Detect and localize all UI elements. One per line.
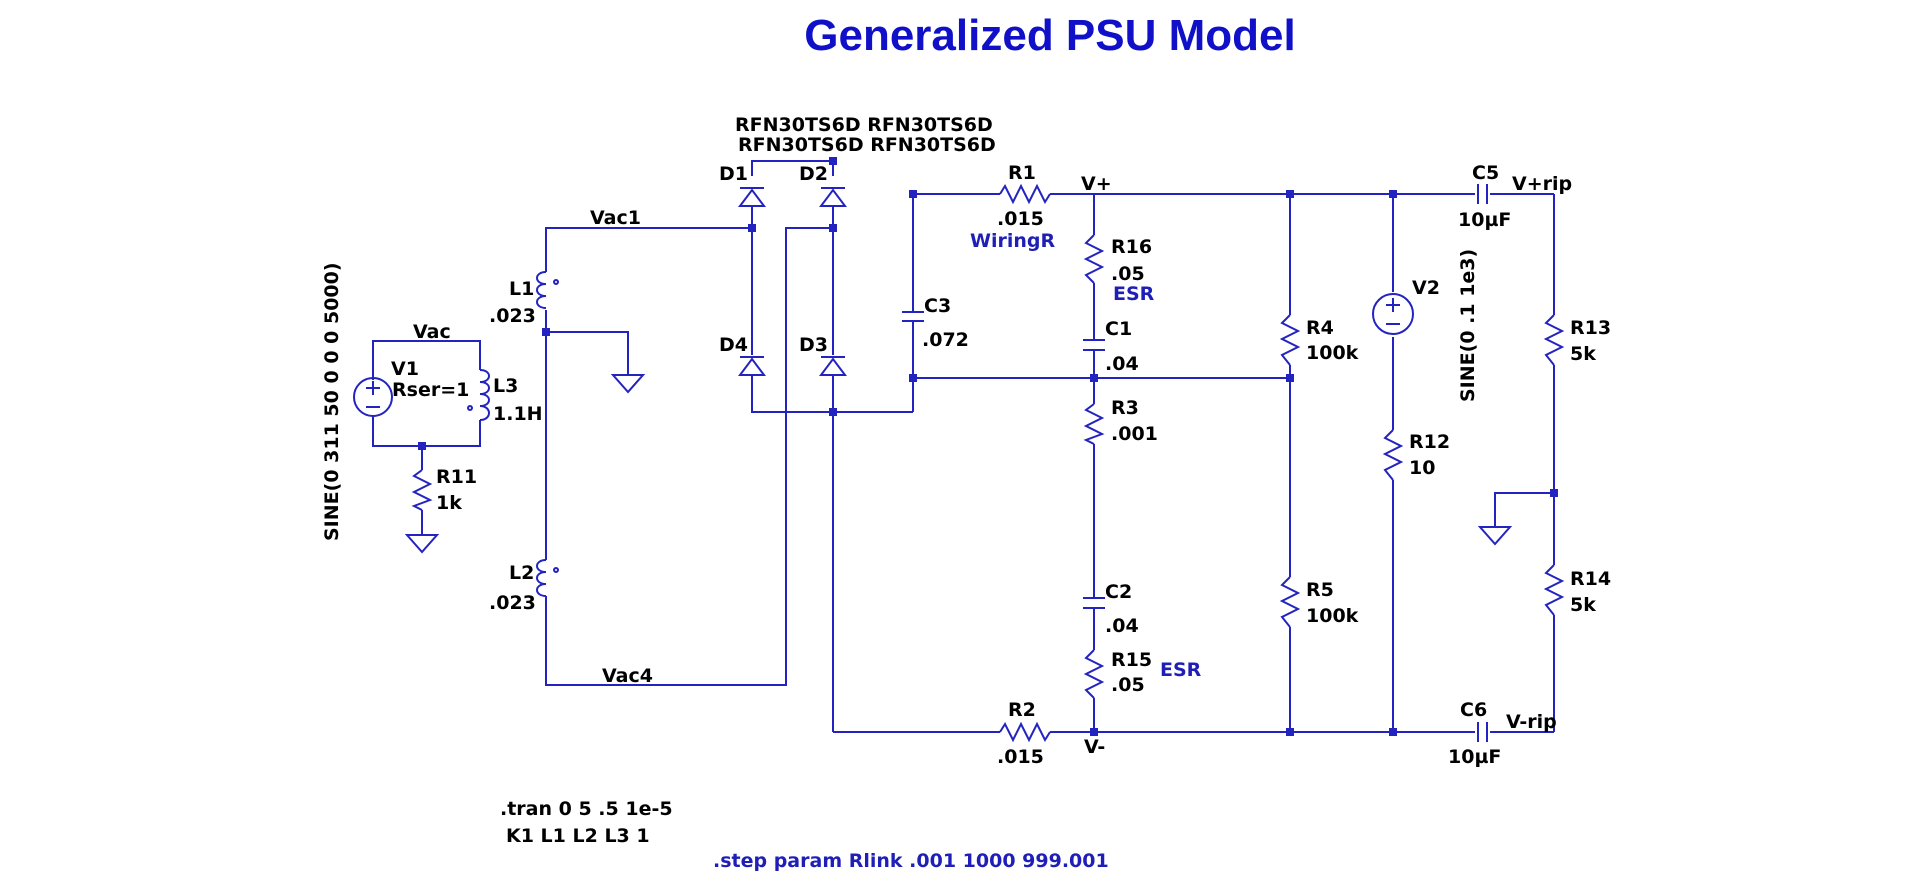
label-d1: D1 bbox=[719, 163, 748, 185]
resistor-r15[interactable] bbox=[1083, 649, 1105, 699]
label-r12: R12 bbox=[1409, 431, 1450, 453]
ground-symbol bbox=[610, 374, 646, 394]
label-r1: R1 bbox=[1008, 162, 1036, 184]
label-l1-value: .023 bbox=[489, 305, 536, 327]
resistor-r2[interactable] bbox=[999, 721, 1051, 743]
resistor-r16[interactable] bbox=[1083, 234, 1105, 284]
label-l1: L1 bbox=[509, 278, 534, 300]
resistor-r4[interactable] bbox=[1279, 314, 1301, 366]
net-vac: Vac bbox=[413, 321, 451, 343]
wires bbox=[372, 160, 1555, 733]
label-r16: R16 bbox=[1111, 236, 1152, 258]
label-r1-note: WiringR bbox=[970, 230, 1055, 252]
net-vplus: V+ bbox=[1081, 173, 1112, 195]
label-r15-note: ESR bbox=[1160, 659, 1202, 681]
label-r11-value: 1k bbox=[436, 492, 462, 514]
voltage-source-v2[interactable] bbox=[1372, 293, 1414, 335]
label-r16-value: .05 bbox=[1111, 263, 1145, 285]
directive-coupling: K1 L1 L2 L3 1 bbox=[506, 825, 650, 847]
label-c5-value: 10µF bbox=[1458, 209, 1511, 231]
label-c6-value: 10µF bbox=[1448, 746, 1501, 768]
resistor-r11[interactable] bbox=[411, 469, 433, 511]
resistor-r13[interactable] bbox=[1543, 314, 1565, 366]
label-v1-value: SINE(0 311 50 0 0 0 5000) bbox=[321, 262, 343, 541]
label-r4: R4 bbox=[1306, 317, 1334, 339]
resistor-r5[interactable] bbox=[1279, 576, 1301, 628]
diode-d3[interactable] bbox=[819, 356, 847, 376]
capacitor-c3[interactable] bbox=[902, 311, 924, 330]
capacitor-c2[interactable] bbox=[1083, 597, 1105, 609]
diode-part-row2: RFN30TS6D RFN30TS6D bbox=[738, 134, 996, 156]
diode-d1[interactable] bbox=[738, 187, 766, 207]
label-d4: D4 bbox=[719, 334, 748, 356]
ground-symbol bbox=[404, 534, 440, 554]
net-vminus: V- bbox=[1084, 736, 1105, 758]
label-r13: R13 bbox=[1570, 317, 1611, 339]
label-c1-value: .04 bbox=[1105, 353, 1139, 375]
label-r5: R5 bbox=[1306, 579, 1334, 601]
label-l3-value: 1.1H bbox=[493, 403, 543, 425]
inductor-l1[interactable] bbox=[536, 271, 559, 309]
label-c1: C1 bbox=[1105, 318, 1132, 340]
net-vac1: Vac1 bbox=[590, 207, 641, 229]
label-l2-value: .023 bbox=[489, 592, 536, 614]
diode-d2[interactable] bbox=[819, 187, 847, 207]
ground-symbol bbox=[1477, 526, 1513, 546]
label-c2-value: .04 bbox=[1105, 615, 1139, 637]
label-r3-value: .001 bbox=[1111, 423, 1158, 445]
label-v2: V2 bbox=[1412, 277, 1440, 299]
label-d3: D3 bbox=[799, 334, 828, 356]
capacitor-c6[interactable] bbox=[1477, 722, 1488, 742]
label-r15: R15 bbox=[1111, 649, 1152, 671]
voltage-source-v1[interactable] bbox=[353, 375, 393, 417]
directive-tran: .tran 0 5 .5 1e-5 bbox=[500, 798, 673, 820]
resistor-r3[interactable] bbox=[1083, 403, 1105, 445]
capacitor-c5[interactable] bbox=[1477, 184, 1488, 204]
label-r2-value: .015 bbox=[997, 746, 1044, 768]
resistor-r12[interactable] bbox=[1382, 429, 1404, 481]
label-r2: R2 bbox=[1008, 699, 1036, 721]
resistor-r1[interactable] bbox=[999, 183, 1051, 205]
inductor-l2[interactable] bbox=[536, 559, 559, 610]
label-c5: C5 bbox=[1472, 162, 1499, 184]
label-r12-value: 10 bbox=[1409, 457, 1435, 479]
label-v1-rser: Rser=1 bbox=[392, 379, 469, 401]
label-c3: C3 bbox=[924, 295, 951, 317]
label-v1: V1 bbox=[391, 358, 419, 380]
directive-step: .step param Rlink .001 1000 999.001 bbox=[713, 850, 1109, 872]
label-r14: R14 bbox=[1570, 568, 1611, 590]
label-r15-value: .05 bbox=[1111, 674, 1145, 696]
net-vac4: Vac4 bbox=[602, 665, 653, 687]
label-l3: L3 bbox=[493, 375, 518, 397]
resistor-r14[interactable] bbox=[1543, 564, 1565, 616]
diode-part-row1: RFN30TS6D RFN30TS6D bbox=[735, 114, 993, 136]
diode-d4[interactable] bbox=[738, 356, 766, 376]
label-c3-value: .072 bbox=[922, 329, 969, 351]
junction-dots bbox=[418, 157, 1558, 736]
label-r13-value: 5k bbox=[1570, 343, 1596, 365]
label-d2: D2 bbox=[799, 163, 828, 185]
label-c2: C2 bbox=[1105, 581, 1132, 603]
label-r14-value: 5k bbox=[1570, 594, 1596, 616]
capacitor-c1[interactable] bbox=[1083, 339, 1105, 351]
label-r5-value: 100k bbox=[1306, 605, 1359, 627]
label-r1-value: .015 bbox=[997, 208, 1044, 230]
label-r16-note: ESR bbox=[1113, 283, 1155, 305]
page-title: Generalized PSU Model bbox=[804, 11, 1295, 60]
label-v2-value: SINE(0 .1 1e3) bbox=[1457, 249, 1479, 402]
net-vplus-rip: V+rip bbox=[1512, 173, 1572, 195]
net-vminus-rip: V-rip bbox=[1506, 711, 1557, 733]
label-r11: R11 bbox=[436, 466, 477, 488]
inductor-l3[interactable] bbox=[467, 369, 490, 421]
label-l2: L2 bbox=[509, 562, 534, 584]
label-c6: C6 bbox=[1460, 699, 1487, 721]
label-r3: R3 bbox=[1111, 397, 1139, 419]
label-r4-value: 100k bbox=[1306, 342, 1359, 364]
